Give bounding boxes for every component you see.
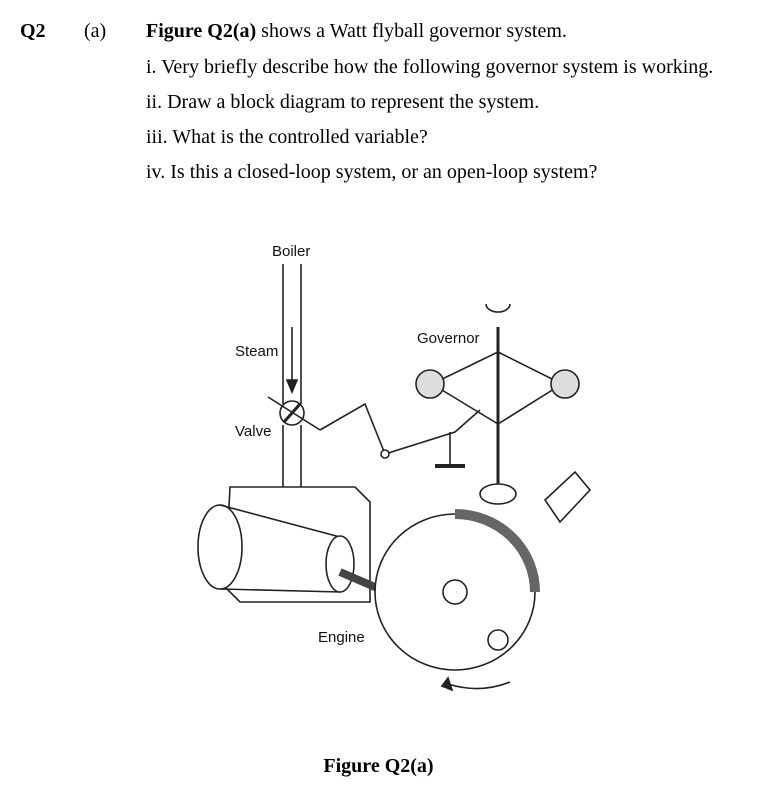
question-item-iii: iii. What is the controlled variable? (146, 126, 428, 148)
cylinder-front (325, 535, 355, 593)
flywheel-rim (454, 509, 540, 593)
arm-right-lower (497, 383, 563, 425)
question-item-iv: iv. Is this a closed-loop system, or an … (146, 161, 598, 183)
question-number: Q2 (20, 20, 46, 42)
question-intro: Figure Q2(a) shows a Watt flyball govern… (146, 20, 567, 43)
watt-governor-figure: Boiler Steam Valve Governor Engine (180, 232, 600, 702)
small-gear (479, 483, 517, 505)
flywheel-rotation-arrow (447, 681, 511, 690)
flyball-right (550, 369, 580, 399)
flywheel-hub (442, 579, 468, 605)
engine-label: Engine (318, 629, 365, 646)
question-item-i: i. Very briefly describe how the followi… (146, 56, 714, 78)
rotation-arrow-top (485, 303, 511, 313)
figure-reference: Figure Q2(a) (146, 20, 257, 42)
cylinder-top (219, 504, 341, 538)
question-part: (a) (84, 20, 107, 42)
linkage-pivot (380, 449, 390, 459)
linkage-rod (319, 402, 481, 455)
output-shaft (543, 470, 592, 524)
governor-diagram: Boiler Steam Valve Governor Engine (197, 243, 592, 692)
steam-arrow-head (285, 379, 299, 395)
intro-text: shows a Watt flyball governor system. (256, 20, 567, 42)
figure-caption: Figure Q2(a) (323, 755, 434, 777)
cylinder-end (197, 504, 243, 590)
flyball-left (415, 369, 445, 399)
question-item-ii: ii. Draw a block diagram to represent th… (146, 91, 540, 113)
valve-label: Valve (235, 423, 271, 440)
crank-pin (487, 629, 509, 651)
steam-label: Steam (235, 343, 278, 360)
cylinder-bottom (219, 588, 341, 593)
governor-label: Governor (417, 330, 480, 347)
valve-lever (267, 396, 321, 431)
boiler-label: Boiler (272, 243, 310, 260)
